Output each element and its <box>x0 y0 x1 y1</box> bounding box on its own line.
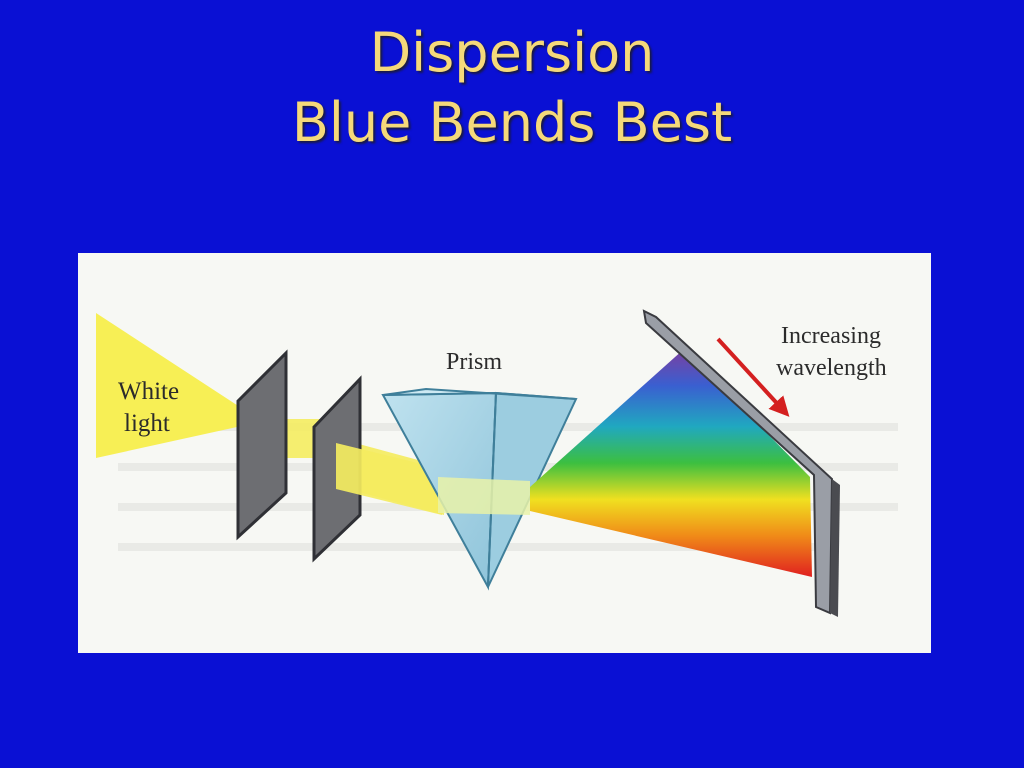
title-line-1: Dispersion <box>369 21 655 84</box>
slide-title: Dispersion Blue Bends Best <box>0 18 1024 158</box>
white-light-source <box>96 313 246 458</box>
wavelength-arrow <box>716 337 790 417</box>
increasing-label-2: wavelength <box>776 355 887 381</box>
title-line-2: Blue Bends Best <box>291 91 733 154</box>
slit-1 <box>236 349 288 541</box>
spectrum-fan <box>530 349 812 577</box>
white-light-label-2: light <box>124 410 170 437</box>
white-light-label-1: White <box>118 378 179 405</box>
dispersion-diagram: White light Prism Increasing <box>78 253 931 653</box>
light-beam-3 <box>336 443 442 515</box>
increasing-label-1: Increasing <box>781 323 881 349</box>
prism-label: Prism <box>446 349 502 375</box>
diagram-svg: White light Prism Increasing <box>96 309 898 617</box>
prism <box>381 387 578 591</box>
screen <box>642 309 840 617</box>
